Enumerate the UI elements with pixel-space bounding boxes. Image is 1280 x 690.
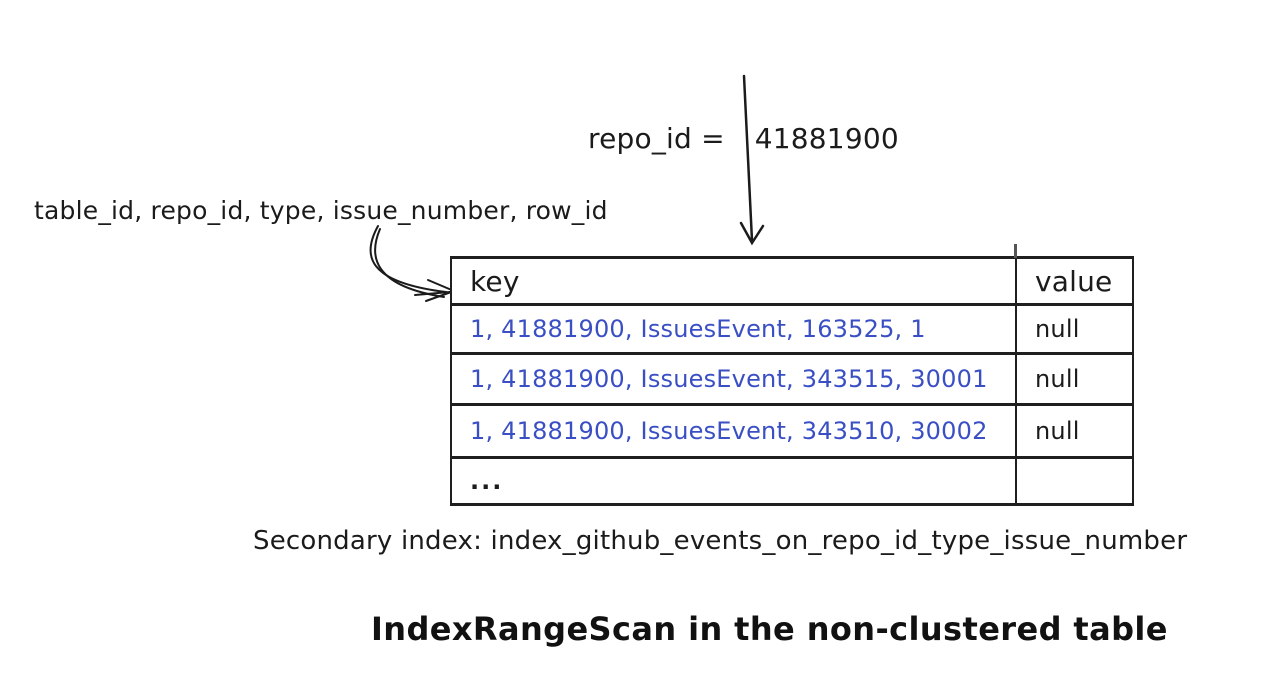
- table-row: 1, 41881900, IssuesEvent, 343515, 30001 …: [450, 352, 1134, 406]
- value-cell: null: [1015, 403, 1134, 459]
- table-row: 1, 41881900, IssuesEvent, 343510, 30002 …: [450, 403, 1134, 459]
- key-column-header: key: [450, 256, 1017, 306]
- down-arrow: [739, 74, 765, 246]
- table-row: ...: [450, 456, 1134, 506]
- key-cell: 1, 41881900, IssuesEvent, 163525, 1: [450, 303, 1017, 355]
- value-cell: null: [1015, 303, 1134, 355]
- column-divider-line: [1014, 244, 1017, 258]
- curved-arrow: [369, 225, 457, 302]
- diagram-title: IndexRangeScan in the non-clustered tabl…: [371, 610, 1168, 648]
- key-cell: 1, 41881900, IssuesEvent, 343515, 30001: [450, 352, 1017, 406]
- query-annotation: repo_id = 41881900: [588, 122, 899, 155]
- value-cell: [1015, 456, 1134, 506]
- key-cell: 1, 41881900, IssuesEvent, 343510, 30002: [450, 403, 1017, 459]
- query-value: 41881900: [754, 122, 899, 155]
- value-cell: null: [1015, 352, 1134, 406]
- key-cell: ...: [450, 456, 1017, 506]
- secondary-index-caption: Secondary index: index_github_events_on_…: [253, 526, 1188, 556]
- query-label: repo_id =: [588, 122, 725, 155]
- value-column-header: value: [1015, 256, 1134, 306]
- index-table: key value 1, 41881900, IssuesEvent, 1635…: [450, 256, 1134, 506]
- index-columns-label: table_id, repo_id, type, issue_number, r…: [34, 196, 608, 225]
- table-row: 1, 41881900, IssuesEvent, 163525, 1 null: [450, 303, 1134, 355]
- table-header-row: key value: [450, 256, 1134, 306]
